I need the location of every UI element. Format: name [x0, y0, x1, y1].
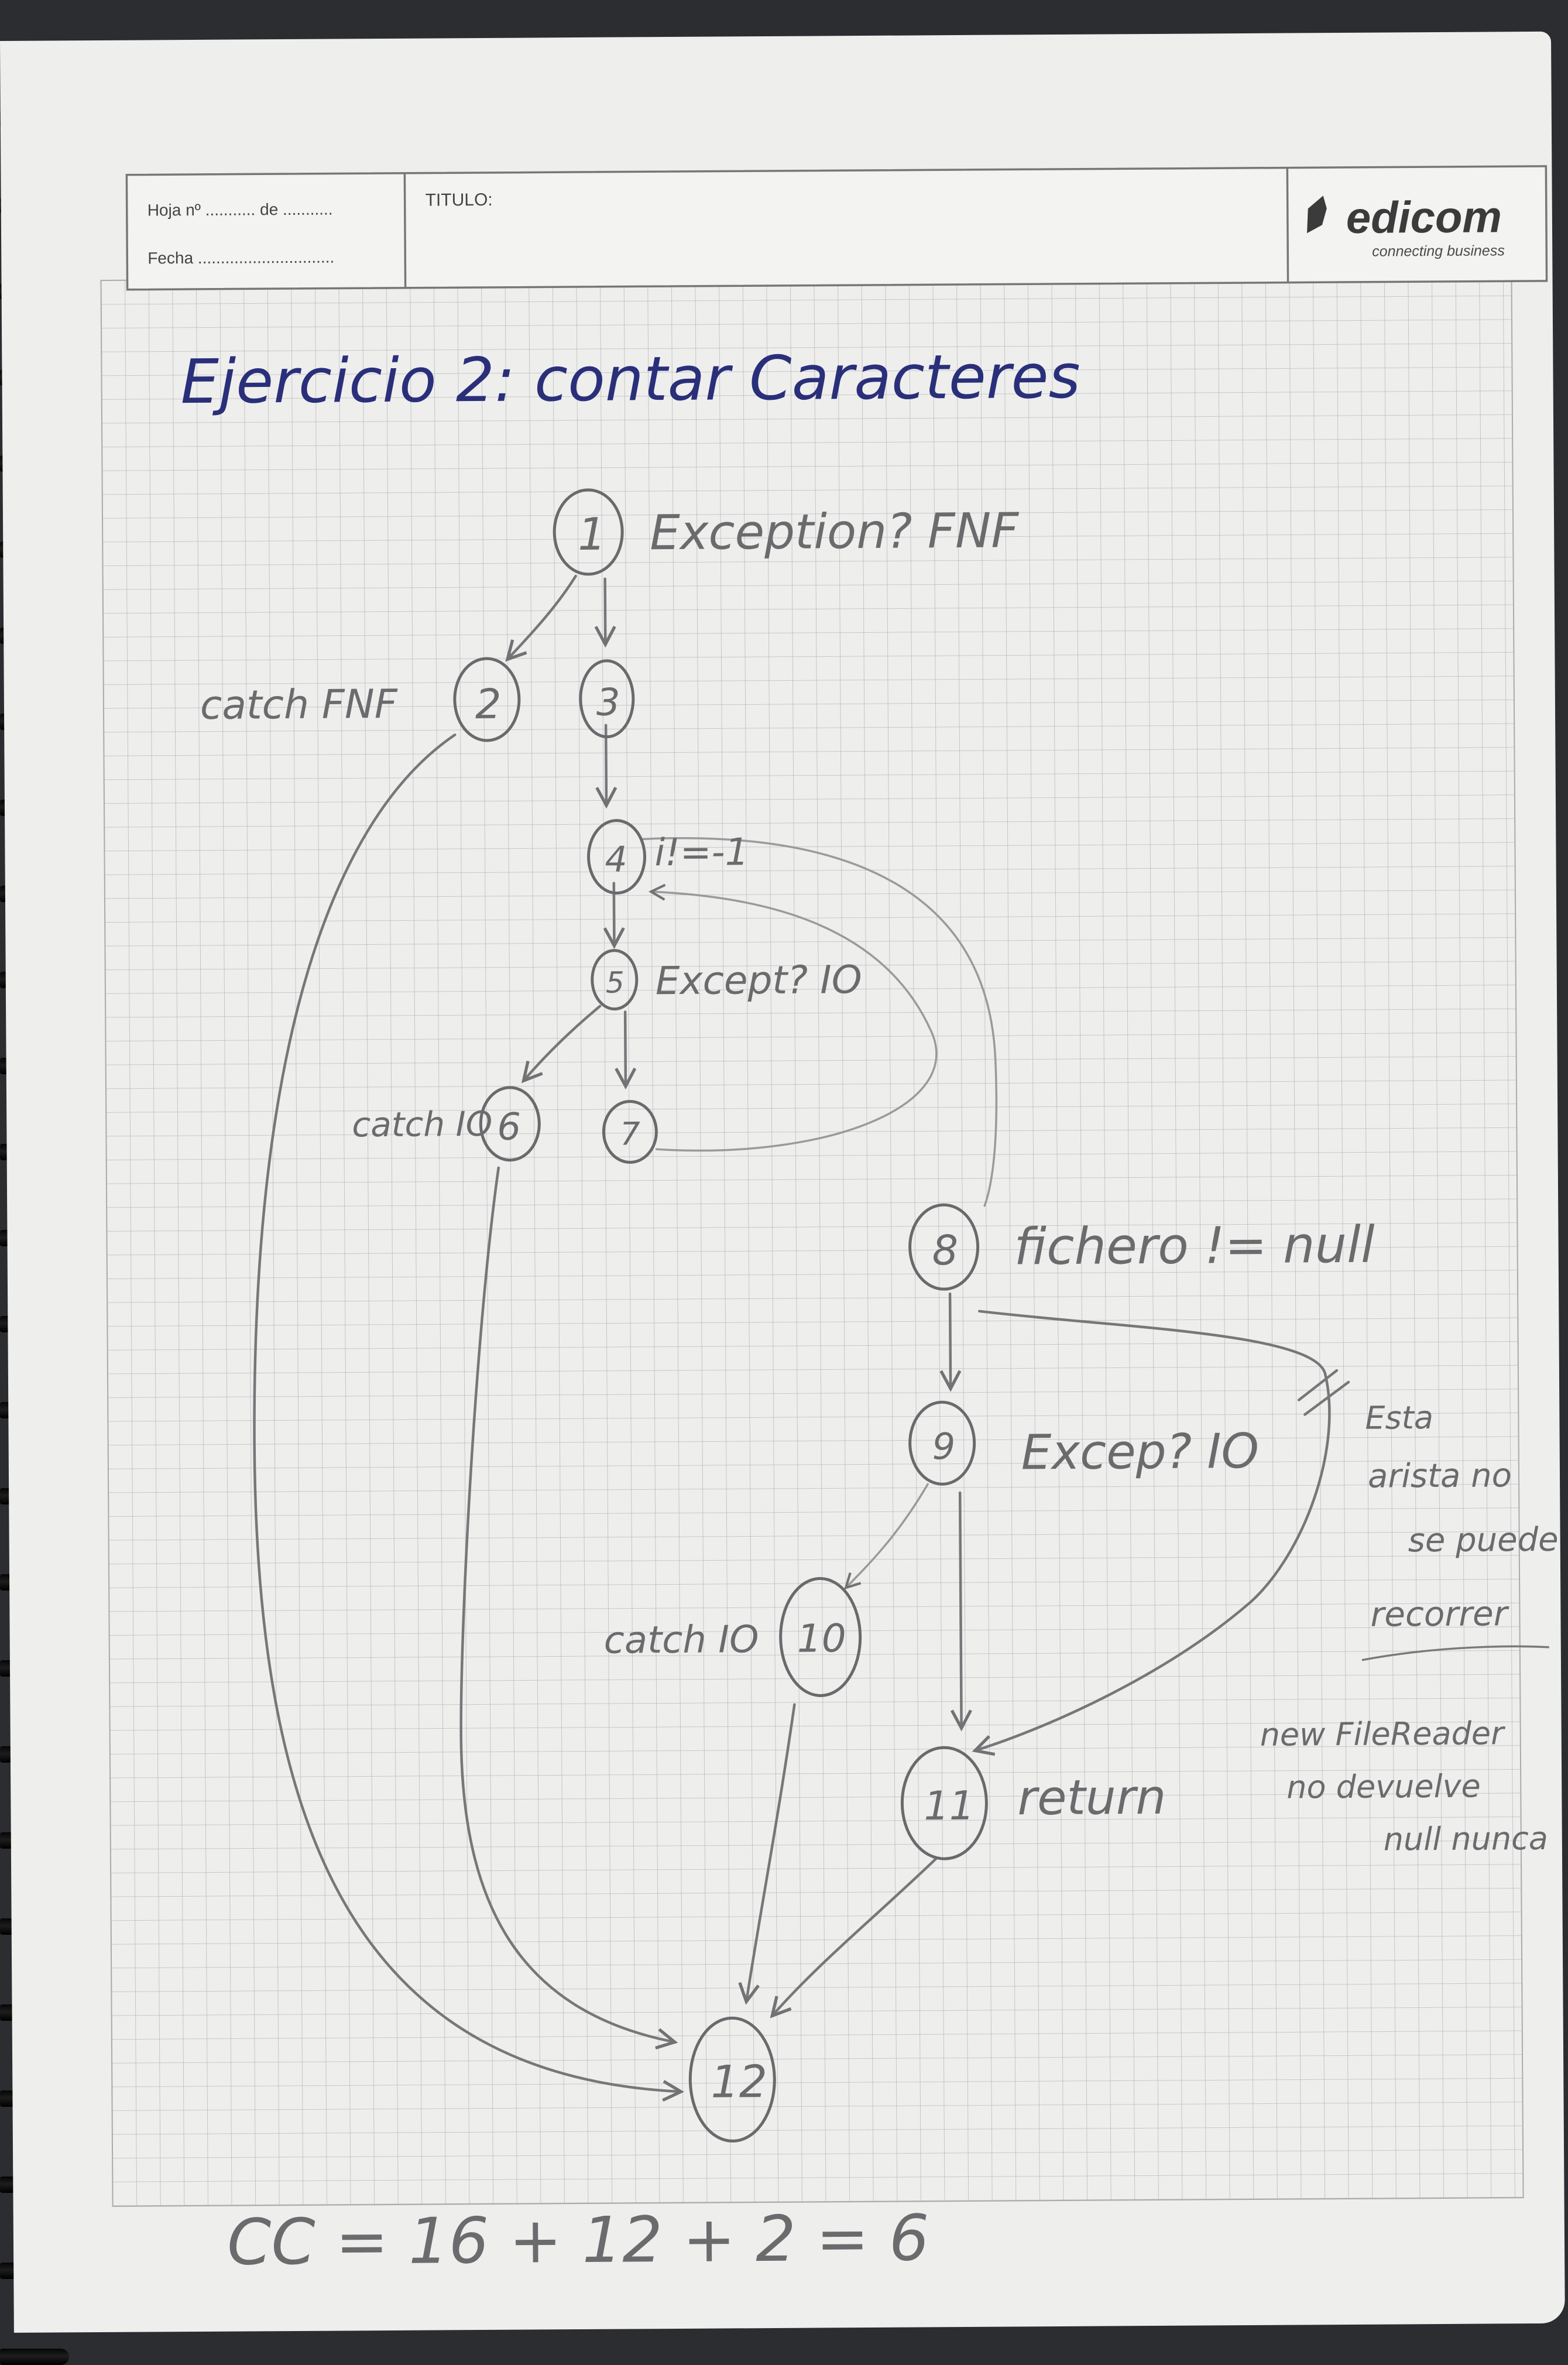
brand-tagline: connecting business — [1372, 242, 1505, 259]
svg-text:1: 1 — [578, 508, 606, 560]
annotation-node-9: Excep? IO — [1021, 1424, 1259, 1480]
node-12: 12 — [688, 2016, 776, 2143]
svg-text:se puede: se puede — [1408, 1521, 1558, 1560]
annotation-node-11: return — [1017, 1770, 1166, 1826]
edge-11-12 — [770, 1857, 938, 2018]
edge-1-3 — [594, 577, 616, 648]
edge-9-11 — [950, 1491, 972, 1732]
page-drawing: Hoja nº ........... de ........... Fecha… — [100, 165, 1559, 2280]
node-8: 8 — [908, 1203, 980, 1291]
annotations: Exception? FNF catch FNF i!=-1 Except? I… — [200, 503, 1559, 1858]
node-6: 6 — [479, 1086, 541, 1162]
svg-text:arista no: arista no — [1368, 1456, 1512, 1496]
node-4: 4 — [587, 819, 647, 895]
svg-text:recorrer: recorrer — [1370, 1593, 1509, 1634]
header-box: Hoja nº ........... de ........... Fecha… — [125, 165, 1548, 291]
exercise-heading: Ejercicio 2: contar Caracteres — [180, 341, 1080, 417]
annotation-node-10: catch IO — [603, 1618, 759, 1663]
grid-area — [101, 272, 1524, 2206]
edge-8-9 — [939, 1292, 962, 1392]
crossed-edge-note: Esta arista no se puede recorrer — [1361, 1399, 1559, 1661]
node-11: 11 — [900, 1746, 988, 1860]
edge-9-10 — [843, 1483, 929, 1590]
svg-text:10: 10 — [797, 1616, 846, 1661]
sheet-label: Hoja nº ........... de ........... — [147, 200, 333, 220]
svg-text:Esta: Esta — [1365, 1399, 1433, 1437]
svg-text:6: 6 — [497, 1106, 521, 1149]
svg-text:4: 4 — [605, 839, 627, 880]
edge-8-11 — [972, 1310, 1331, 1756]
svg-text:12: 12 — [711, 2055, 767, 2108]
edicom-logo-mark — [1307, 196, 1327, 234]
annotation-node-8: fichero != null — [1014, 1216, 1375, 1277]
edge-cross-mark — [1297, 1369, 1350, 1416]
node-9: 9 — [908, 1400, 976, 1486]
edge-1-2 — [505, 574, 577, 662]
binding-coil — [0, 2349, 69, 2365]
svg-text:3: 3 — [596, 681, 620, 725]
svg-text:7: 7 — [620, 1115, 640, 1152]
edge-2-12 — [253, 734, 685, 2102]
svg-text:11: 11 — [924, 1783, 975, 1830]
side-note: new FileReader no devuelve null nunca — [1260, 1715, 1549, 1858]
node-1: 1 — [553, 488, 624, 576]
node-10: 10 — [779, 1576, 862, 1697]
edge-4-8 — [641, 837, 998, 1207]
node-2: 2 — [453, 657, 521, 742]
node-7: 7 — [602, 1099, 658, 1164]
svg-text:5: 5 — [606, 966, 625, 1000]
svg-text:new FileReader: new FileReader — [1260, 1715, 1506, 1753]
notebook-page: Hoja nº ........... de ........... Fecha… — [0, 31, 1565, 2333]
edge-5-7 — [615, 1010, 637, 1090]
title-label: TITULO: — [426, 190, 493, 210]
svg-text:no devuelve: no devuelve — [1286, 1768, 1481, 1806]
svg-text:2: 2 — [475, 680, 502, 728]
edge-6-12 — [459, 1166, 678, 2049]
svg-text:9: 9 — [932, 1425, 955, 1468]
nodes: 1 2 3 4 5 6 7 — [453, 488, 988, 2143]
svg-text:8: 8 — [932, 1226, 958, 1274]
note-underline — [1361, 1645, 1549, 1661]
annotation-node-1: Exception? FNF — [650, 503, 1020, 561]
annotation-node-4: i!=-1 — [654, 831, 749, 875]
edge-7-4 — [648, 883, 938, 1152]
annotation-node-6: catch IO — [352, 1104, 492, 1144]
annotation-node-2: catch FNF — [200, 681, 398, 729]
annotation-node-5: Except? IO — [656, 957, 862, 1003]
node-5: 5 — [591, 949, 639, 1011]
date-label: Fecha .............................. — [147, 248, 334, 268]
brand-name: edicom — [1346, 192, 1502, 243]
edicom-logo: edicom connecting business — [1307, 192, 1505, 260]
edge-10-12 — [738, 1703, 796, 2005]
node-3: 3 — [579, 659, 635, 739]
edges — [253, 574, 1350, 2102]
cyclomatic-complexity-formula: CC = 16 + 12 + 2 = 6 — [227, 2202, 929, 2279]
edge-5-6 — [521, 1005, 602, 1084]
svg-text:null nunca: null nunca — [1384, 1820, 1548, 1858]
